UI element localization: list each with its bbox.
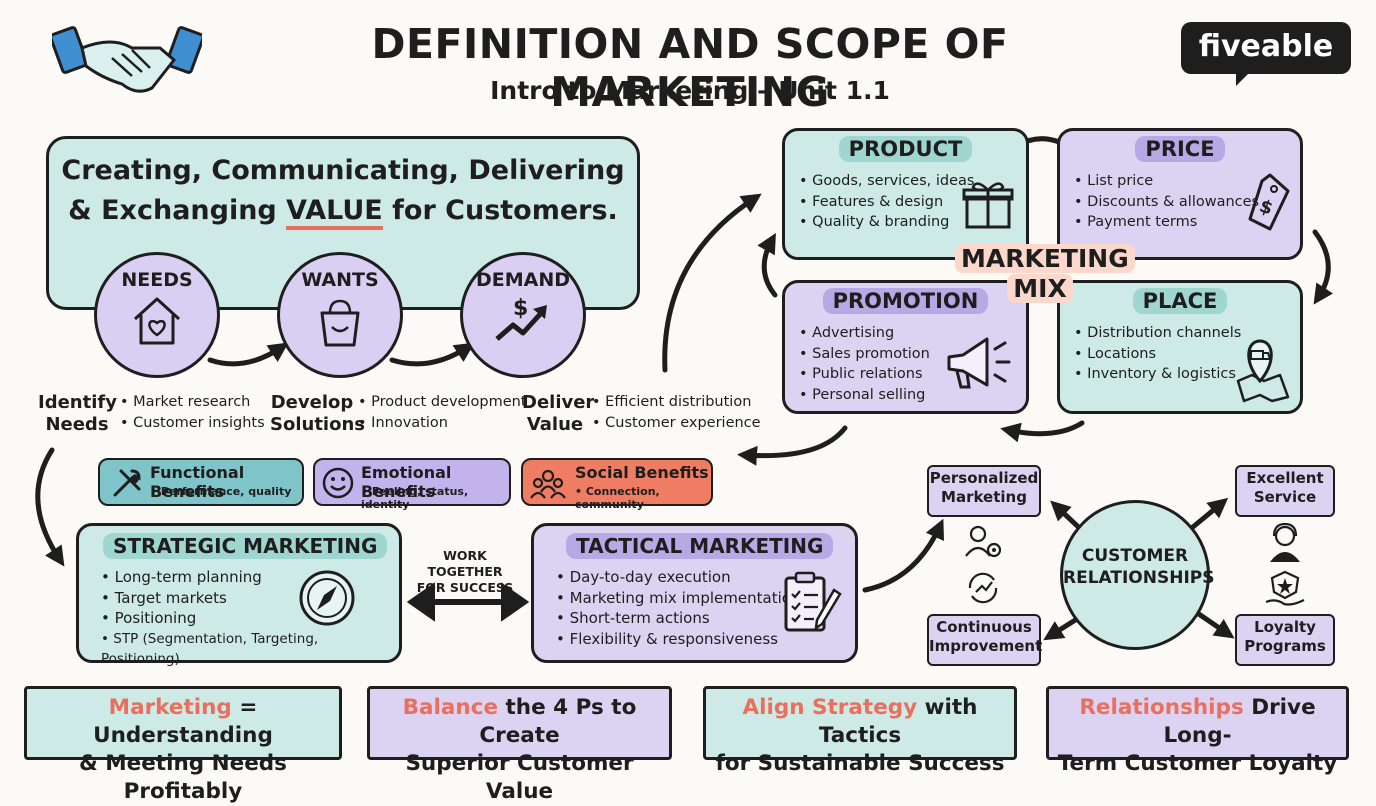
needs-circle: NEEDS <box>94 252 220 378</box>
functional-benefits-title: Functional Benefits <box>150 463 245 501</box>
fiveable-logo-text: fiveable <box>1198 29 1334 64</box>
product-box: PRODUCT Goods, services, ideas Features … <box>782 128 1029 260</box>
emotional-benefits-pill: Emotional Benefits • Feeling, status, id… <box>313 458 511 511</box>
emotional-benefits-title: Emotional Benefits <box>361 463 452 501</box>
clipboard-checklist-icon <box>784 571 842 632</box>
gift-icon <box>962 182 1014 229</box>
place-box: PLACE Distribution channels Locations In… <box>1057 280 1303 414</box>
value-definition-line1: Creating, Communicating, Delivering <box>61 155 625 186</box>
place-title: PLACE <box>1132 288 1228 314</box>
demand-circle: DEMAND $ <box>460 252 586 378</box>
handshake-icon <box>49 18 205 100</box>
user-gear-icon <box>965 525 1002 558</box>
promotion-title: PROMOTION <box>822 288 989 314</box>
product-title: PRODUCT <box>838 136 973 162</box>
price-title: PRICE <box>1135 136 1225 162</box>
loyalty-programs-box: Loyalty Programs <box>1235 614 1335 666</box>
tactical-marketing-box: TACTICAL MARKETING Day-to-day execution … <box>531 523 858 663</box>
compass-icon <box>299 570 355 626</box>
summary-relationships: Relationships Drive Long- Term Customer … <box>1046 686 1349 776</box>
work-together-label: WORK TOGETHER FOR SUCCESS <box>416 548 514 595</box>
summary-marketing: Marketing = Understanding & Meeting Need… <box>24 686 342 804</box>
emotional-benefits-subtitle: • Feeling, status, identity <box>361 485 469 511</box>
tools-icon <box>113 469 141 497</box>
summary-align: Align Strategy with Tactics for Sustaina… <box>703 686 1017 776</box>
promotion-box: PROMOTION Advertising Sales promotion Pu… <box>782 280 1029 414</box>
value-definition-line2: & Exchanging VALUE for Customers. <box>49 195 637 230</box>
smiley-icon <box>322 467 354 499</box>
marketing-mix-label: MARKETING MIX <box>955 244 1135 304</box>
functional-benefits-pill: Functional Benefits • Performance, quali… <box>98 458 304 506</box>
wants-label: WANTS <box>301 269 379 291</box>
map-truck-icon <box>1236 339 1290 403</box>
excellent-service-box: Excellent Service <box>1235 465 1335 517</box>
social-benefits-pill: Social Benefits • Connection, community <box>521 458 713 511</box>
value-word: VALUE <box>286 195 383 230</box>
fiveable-logo: fiveable <box>1181 22 1351 86</box>
summary-balance: Balance the 4 Ps to Create Superior Cust… <box>367 686 672 804</box>
svg-text:$: $ <box>513 296 528 321</box>
price-box: PRICE List price Discounts & allowances … <box>1057 128 1303 260</box>
megaphone-icon <box>947 337 1011 389</box>
dollar-trend-up-icon: $ <box>495 296 547 341</box>
loyalty-badge-icon <box>1265 570 1305 606</box>
social-benefits-title: Social Benefits <box>575 463 709 482</box>
tactical-marketing-title: TACTICAL MARKETING <box>566 533 834 559</box>
support-agent-icon <box>1270 522 1300 562</box>
svg-text:$: $ <box>1257 196 1276 220</box>
continuous-improvement-box: Continuous Improvement <box>927 614 1042 666</box>
house-heart-icon <box>133 297 181 345</box>
demand-label: DEMAND <box>475 269 571 291</box>
shopping-bag-icon <box>320 299 360 347</box>
strategic-marketing-box: STRATEGIC MARKETING Long-term planning T… <box>76 523 402 667</box>
people-icon <box>530 469 566 499</box>
social-benefits-subtitle: • Connection, community <box>575 485 660 511</box>
customer-relationships-circle: CUSTOMER RELATIONSHIPS <box>1060 500 1214 650</box>
strategic-marketing-title: STRATEGIC MARKETING <box>103 533 388 559</box>
needs-label: NEEDS <box>121 269 193 291</box>
refresh-growth-icon <box>968 572 998 604</box>
page-title: DEFINITION AND SCOPE OF MARKETING <box>371 20 1009 116</box>
personalized-marketing-box: Personalized Marketing <box>927 465 1041 517</box>
functional-benefits-subtitle: • Performance, quality <box>150 485 292 498</box>
price-tag-icon: $ <box>1248 173 1290 231</box>
wants-circle: WANTS <box>277 252 403 378</box>
page-subtitle: Intro to Marketing – Unit 1.1 <box>490 76 890 105</box>
